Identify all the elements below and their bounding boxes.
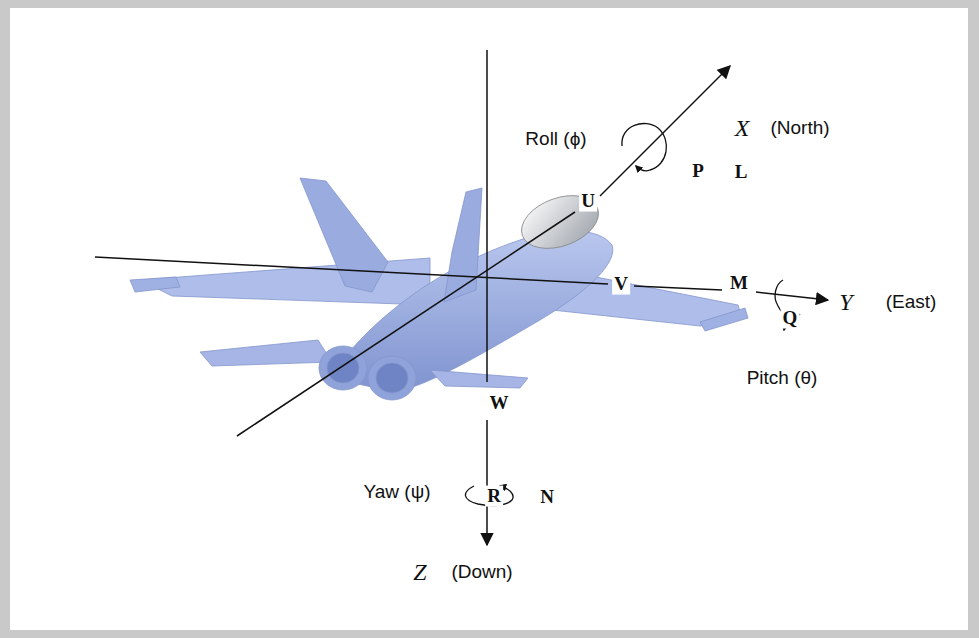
axis-letter: Y (839, 289, 852, 315)
rotation-arrows (465, 124, 800, 506)
velocity-symbol: V (612, 274, 630, 295)
axis-direction: (North) (770, 118, 829, 139)
rotation-label: Roll (ϕ) (525, 129, 586, 150)
velocity-symbol: U (579, 191, 597, 212)
moment-symbol: L (735, 162, 748, 183)
rate-symbol: P (692, 161, 704, 182)
velocity-symbol: W (488, 393, 511, 414)
moment-symbol: M (728, 273, 750, 294)
frame (10, 8, 968, 630)
moment-symbol: N (540, 487, 554, 508)
rotation-label: Pitch (θ) (747, 368, 818, 389)
rotation-label: Yaw (ψ) (363, 482, 430, 503)
jet (130, 178, 748, 400)
axis-direction: (Down) (451, 562, 512, 583)
rate-symbol: Q (781, 308, 800, 329)
rate-symbol: R (485, 486, 503, 507)
axis-letter: Z (413, 559, 426, 585)
axis-direction: (East) (886, 292, 937, 313)
axes (95, 50, 828, 545)
axis-letter: X (735, 115, 750, 141)
